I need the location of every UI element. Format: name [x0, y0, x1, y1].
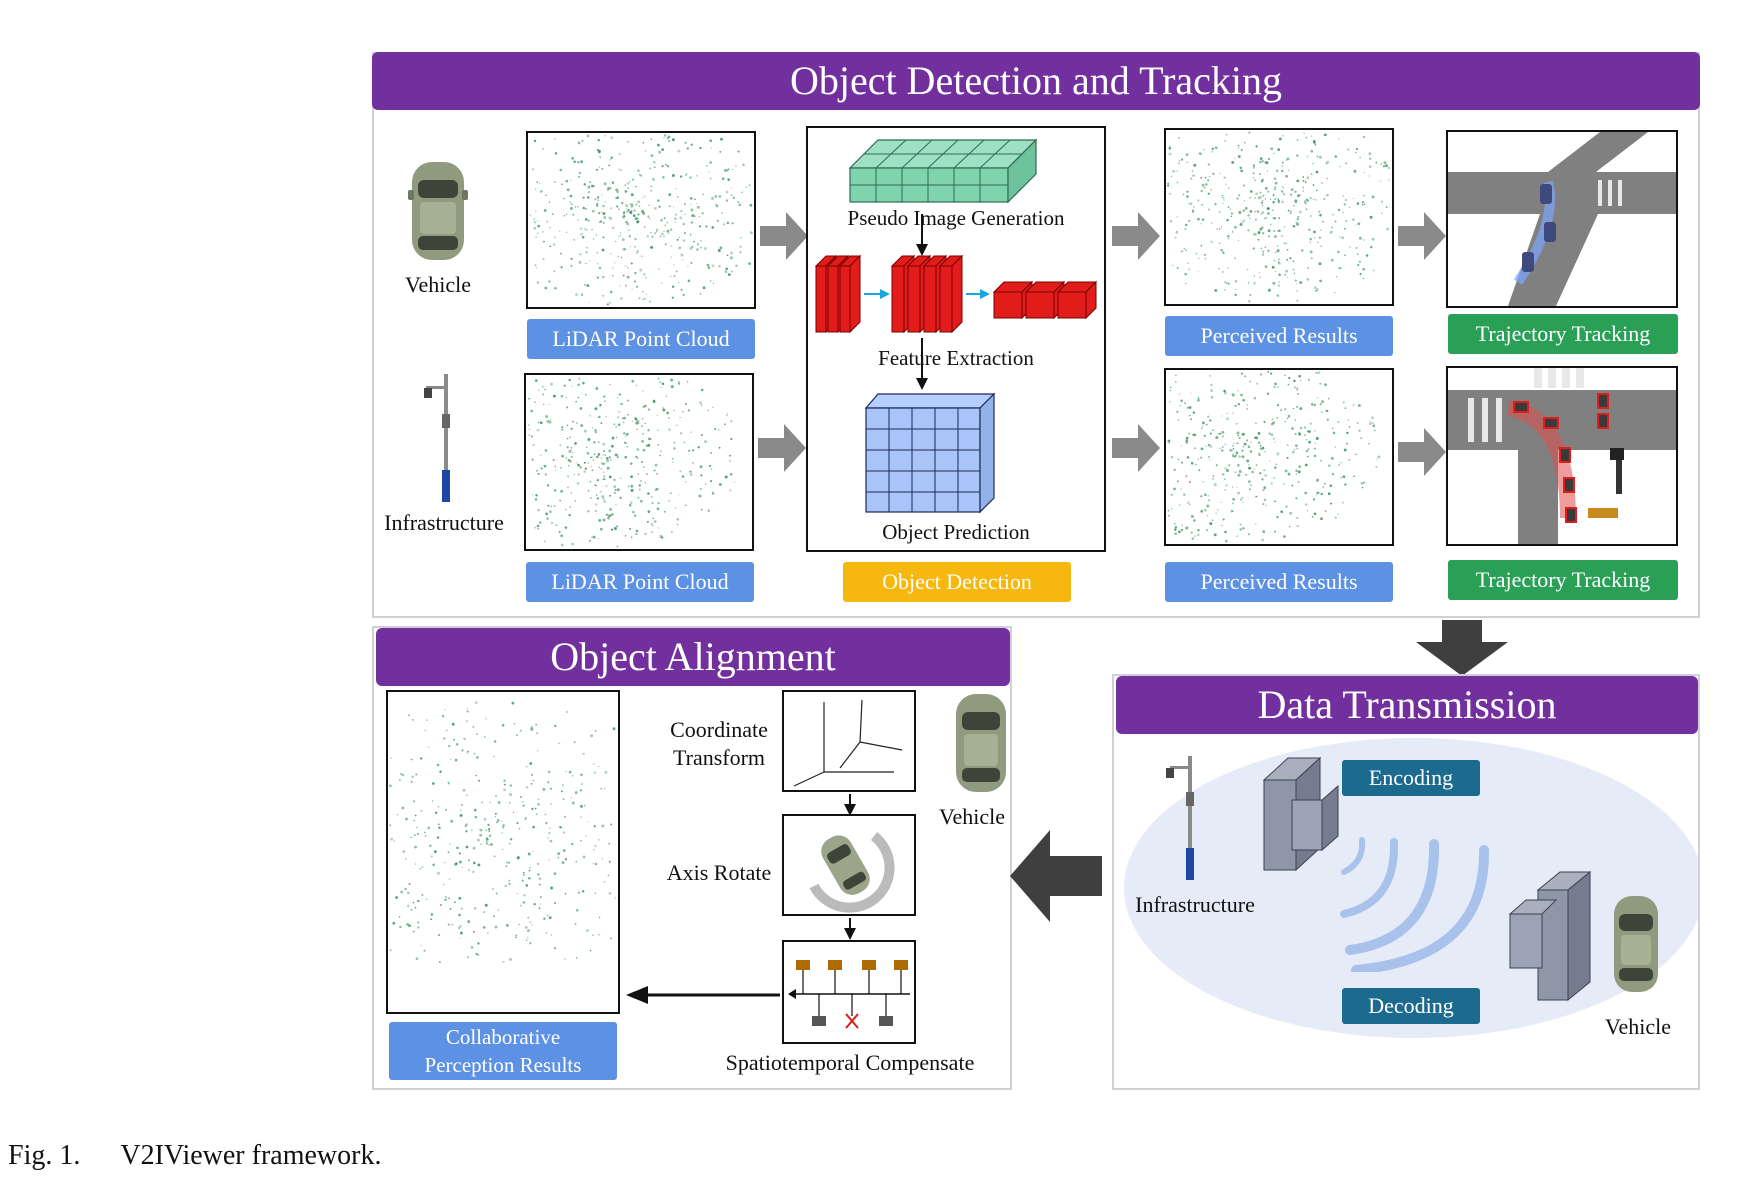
coordinate-transform-label: Coordinate Transform — [654, 716, 784, 772]
detection-header: Object Detection and Tracking — [372, 52, 1700, 110]
transmission-infrastructure-label: Infrastructure — [1135, 892, 1255, 917]
decoder-blocks-icon — [1508, 870, 1592, 1002]
lidar-points-vehicle — [529, 134, 753, 306]
transmission-vehicle-label: Vehicle — [1605, 1014, 1671, 1039]
lidar-label-top: LiDAR Point Cloud — [527, 319, 755, 359]
transmission-pole-icon — [1166, 756, 1194, 880]
collab-label: Collaborative Perception Results — [389, 1022, 617, 1080]
lidar-points-infrastructure — [527, 377, 735, 548]
encoding-label: Encoding — [1342, 760, 1480, 796]
roadside-pole-icon — [424, 374, 450, 502]
collab-label-line1: Collaborative — [445, 1025, 561, 1049]
perceived-label-top: Perceived Results — [1165, 316, 1393, 356]
transmission-header: Data Transmission — [1116, 676, 1698, 734]
lidar-label-bottom: LiDAR Point Cloud — [526, 562, 754, 602]
object-detection-label: Object Detection — [843, 562, 1071, 602]
alignment-header: Object Alignment — [376, 628, 1010, 686]
vehicle-car-icon — [408, 162, 468, 260]
tracking-map-infrastructure — [1448, 368, 1676, 544]
arrow-left-black — [626, 986, 780, 1004]
infrastructure-label: Infrastructure — [384, 510, 504, 535]
transmission-vehicle-icon — [1614, 896, 1658, 992]
arrow-right-4 — [1112, 424, 1160, 472]
vehicle-label: Vehicle — [405, 272, 471, 297]
tracking-map-vehicle — [1448, 132, 1676, 306]
figure-caption: Fig. 1. V2IViewer framework. — [8, 1140, 381, 1172]
axis-rotate-frame — [782, 814, 916, 916]
lidar-frame-infrastructure — [524, 373, 754, 551]
tracking-label-bottom: Trajectory Tracking — [1448, 560, 1678, 600]
spatiotemporal-frame — [782, 940, 916, 1044]
decoding-label: Decoding — [1342, 988, 1480, 1024]
down-arrow-2 — [916, 338, 928, 390]
spatiotemporal-timeline-diagram — [788, 960, 910, 1029]
lidar-frame-vehicle — [526, 131, 756, 309]
coordinate-axes-diagram — [793, 699, 903, 787]
coordinate-transform-frame — [782, 690, 916, 792]
perceived-points-infrastructure — [1167, 371, 1381, 543]
feature-extraction-blocks — [814, 254, 1098, 334]
axis-rotate-label: Axis Rotate — [666, 860, 772, 885]
perceived-frame-infrastructure — [1164, 368, 1394, 546]
collab-label-line2: Perception Results — [424, 1053, 582, 1077]
down-arrow-4 — [844, 918, 856, 940]
pseudo-image-label: Pseudo Image Generation — [847, 206, 1065, 230]
arrow-left-big — [1010, 830, 1102, 922]
perceived-label-bottom: Perceived Results — [1165, 562, 1393, 602]
perceived-points-vehicle — [1167, 131, 1390, 303]
alignment-vehicle-label: Vehicle — [939, 804, 1005, 829]
object-prediction-label: Object Prediction — [882, 520, 1030, 544]
spatiotemporal-label: Spatiotemporal Compensate — [725, 1050, 975, 1075]
arrow-right-6 — [1398, 428, 1446, 476]
arrow-down-big — [1416, 620, 1508, 676]
arrow-right-5 — [1398, 212, 1446, 260]
coordinate-transform-line2: Transform — [672, 745, 766, 770]
tracking-frame-infrastructure — [1446, 366, 1678, 546]
down-arrow-3 — [844, 794, 856, 816]
arrow-right-1 — [760, 212, 808, 260]
down-arrow-1 — [916, 214, 928, 256]
figure-number: Fig. 1. — [8, 1140, 81, 1171]
encoder-blocks-icon — [1262, 756, 1339, 872]
perceived-frame-vehicle — [1164, 128, 1394, 306]
tracking-frame-vehicle — [1446, 130, 1678, 308]
feature-extraction-label: Feature Extraction — [878, 346, 1034, 370]
collab-perception-frame — [386, 690, 620, 1014]
pseudo-image-grid — [848, 138, 1038, 204]
tracking-label-top: Trajectory Tracking — [1448, 314, 1678, 354]
axis-rotate-car-icon — [809, 832, 895, 913]
alignment-vehicle-icon — [956, 694, 1006, 792]
arrow-right-2 — [758, 424, 806, 472]
coordinate-transform-line1: Coordinate — [670, 717, 768, 742]
arrow-right-3 — [1112, 212, 1160, 260]
wireless-signal-icon — [1340, 837, 1490, 972]
object-prediction-cube — [864, 392, 996, 514]
figure-caption-text: V2IViewer framework. — [120, 1140, 382, 1171]
collab-points — [389, 701, 617, 963]
